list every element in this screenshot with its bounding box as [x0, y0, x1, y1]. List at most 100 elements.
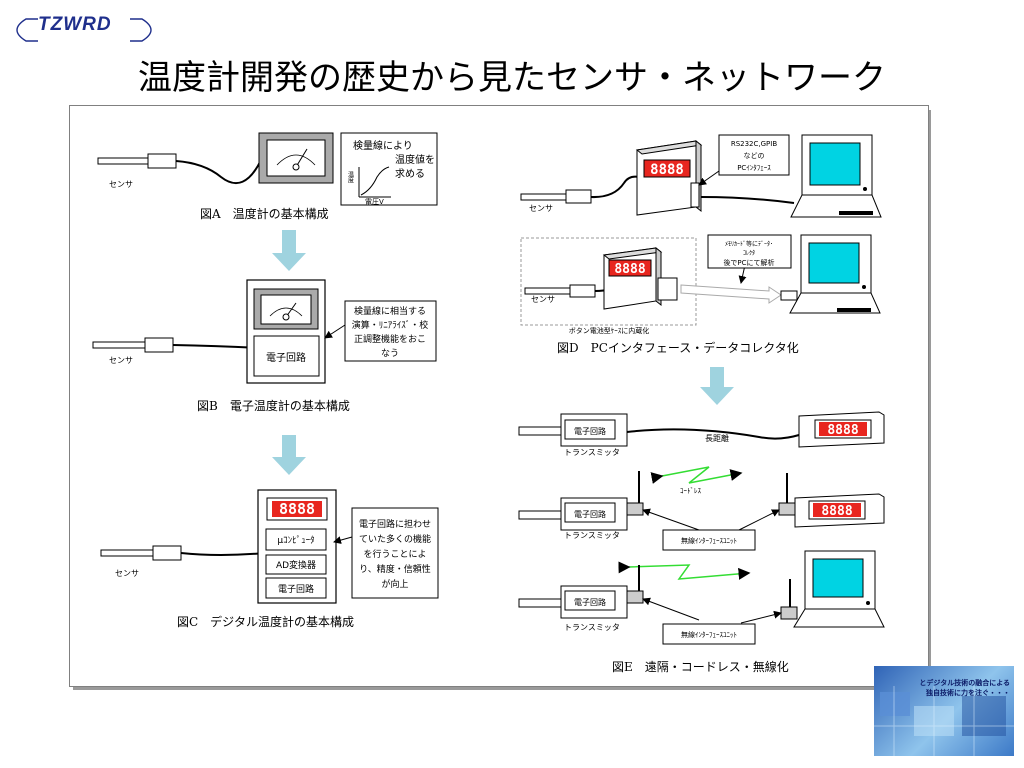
note-a-line3: 求める	[395, 168, 425, 180]
led-display-c	[272, 501, 322, 517]
figure-c: センサ 8888 μｺﾝﾋﾟｭｰﾀ AD変換器 電子回路 電子回路に担わせ てい…	[100, 489, 439, 629]
transmitter-label-e2: トランスミッタ	[564, 531, 620, 540]
digital-device-d1: 8888	[635, 139, 703, 216]
circuit-label-e2: 電子回路	[574, 509, 606, 519]
cordless-label: ｺｰﾄﾞﾚｽ	[680, 487, 701, 495]
transmitter-label-e3: トランスミッタ	[564, 623, 620, 632]
badge-text-line1: とデジタル技術の融合による	[919, 679, 1010, 687]
note-a-line2: 温度値を	[395, 153, 435, 166]
circuit-pattern-icon	[874, 686, 1014, 756]
wireless-unit-label-e3: 無線ｲﾝﾀｰﾌｪｰｽﾕﾆｯﾄ	[681, 630, 737, 639]
note-d2: ﾒﾓﾘｶｰﾄﾞ等にﾃﾞｰﾀ･ ｺﾚｸﾀ 後でPCにて解析	[707, 234, 792, 269]
led-digits-e2: 8888	[821, 504, 852, 519]
note-c-line1: 電子回路に担わせ	[359, 518, 431, 530]
note-c-line2: ていた多くの機能	[359, 533, 431, 545]
arrow-d1	[698, 170, 720, 186]
caption-a: 図A 温度計の基本構成	[200, 206, 329, 221]
note-d1-line3: PCｲﾝﾀﾌｪｰｽ	[737, 164, 771, 172]
caption-c: 図C デジタル温度計の基本構成	[177, 614, 354, 629]
note-a-line1: 検量線により	[353, 139, 413, 152]
note-d1-line1: RS232C,GPIB	[731, 140, 777, 148]
note-b-line3: 正調整機能をおこ	[354, 333, 426, 345]
caption-b: 図B 電子温度計の基本構成	[197, 398, 350, 413]
flow-arrow-1	[272, 230, 306, 271]
long-distance-label: 長距離	[705, 433, 729, 443]
wireless-unit-label-e2: 無線ｲﾝﾀｰﾌｪｰｽﾕﾆｯﾄ	[681, 536, 737, 545]
note-b-line2: 演算・ﾘﾆｱﾗｲｽﾞ・校	[352, 319, 429, 331]
arrow-e2b	[738, 509, 780, 531]
circuit-label-b: 電子回路	[266, 351, 306, 364]
digital-device-d2: 8888	[602, 246, 678, 310]
note-b: 検量線に相当する 演算・ﾘﾆｱﾗｲｽﾞ・校 正調整機能をおこ なう	[344, 300, 437, 362]
note-d2-line2: ｺﾚｸﾀ	[743, 250, 755, 257]
wireless-signal-e2	[650, 466, 743, 484]
flow-arrow-3	[700, 367, 734, 405]
arrow-b	[324, 324, 346, 339]
figure-d: センサ 8888 RS232C,GPIB などの PCｲﾝﾀﾌｪｰｽ	[520, 134, 882, 355]
laptop-e3	[780, 550, 885, 628]
note-d2-line1: ﾒﾓﾘｶｰﾄﾞ等にﾃﾞｰﾀ･	[725, 240, 773, 248]
arrow-e3b	[740, 610, 782, 624]
sensor-probe-b	[92, 337, 260, 353]
note-d2-line3: 後でPCにて解析	[723, 258, 774, 267]
display-unit-e1: 8888	[798, 411, 885, 448]
note-c-line4: り、精度・信頼性	[359, 563, 431, 575]
led-digits-c: 8888	[279, 500, 315, 518]
note-d1: RS232C,GPIB などの PCｲﾝﾀﾌｪｰｽ	[718, 134, 790, 176]
caption-d: 図D PCインタフェース・データコレクタ化	[557, 340, 799, 355]
laptop-d1	[790, 134, 882, 218]
wireless-unit-note-e2: 無線ｲﾝﾀｰﾌｪｰｽﾕﾆｯﾄ	[662, 529, 756, 551]
graph-ylabel: 温度	[347, 170, 354, 184]
figure-b: センサ 電子回路 検量線に相当する 演算・ﾘﾆｱﾗｲｽﾞ・校 正調整機能をおこ …	[92, 279, 437, 413]
sensor-probe-c	[100, 545, 266, 561]
logo-mark	[16, 18, 152, 42]
wireless-unit-note-e3: 無線ｲﾝﾀｰﾌｪｰｽﾕﾆｯﾄ	[662, 623, 756, 645]
circuit-label-c: 電子回路	[278, 583, 314, 595]
collector-box-d2	[520, 237, 697, 326]
long-cable-e1	[626, 428, 800, 440]
page-title: 温度計開発の歴史から見たセンサ・ネットワーク	[138, 58, 886, 98]
pc-cable-d1	[700, 196, 795, 204]
sensor-probe-d1	[520, 175, 640, 204]
led-digits-d1: 8888	[650, 162, 684, 178]
calibration-curve	[360, 166, 390, 196]
transmitter-e3: 電子回路	[518, 565, 644, 619]
caption-e: 図E 遠隔・コードレス・無線化	[612, 659, 789, 674]
sensor-label-c: センサ	[115, 569, 139, 578]
transfer-arrow-d2	[680, 284, 782, 304]
digital-thermometer-c: 8888 μｺﾝﾋﾟｭｰﾀ AD変換器 電子回路	[257, 489, 337, 604]
note-a: 検量線により 温度値を 求める 温度 電圧V	[340, 132, 438, 206]
micro-label: μｺﾝﾋﾟｭｰﾀ	[277, 535, 314, 546]
graph-xlabel: 電圧V	[365, 198, 384, 206]
arrow-c	[333, 536, 353, 544]
note-c: 電子回路に担わせ ていた多くの機能 を行うことによ り、精度・信頼性 が向上	[351, 507, 439, 599]
analog-meter-a	[258, 132, 334, 184]
transmitter-e1: 電子回路	[518, 413, 628, 447]
note-c-line3: を行うことによ	[363, 548, 426, 560]
circuit-label-e1: 電子回路	[574, 426, 606, 436]
arrow-e2a	[642, 508, 700, 531]
diagram-canvas: センサ 検量線により 温度値を 求める 温度 電圧V 図A 温度計の基本構成	[92, 132, 885, 674]
note-b-line1: 検量線に相当する	[354, 305, 426, 317]
logo-text: TZWRD	[38, 14, 112, 35]
note-d1-line2: などの	[744, 152, 765, 160]
sensor-label-a: センサ	[109, 180, 133, 189]
display-unit-e2: 8888	[778, 473, 885, 528]
transmitter-e2: 電子回路	[518, 471, 644, 531]
sensor-label-b: センサ	[109, 356, 133, 365]
laptop-d2	[780, 234, 881, 314]
figure-e: 電子回路 トランスミッタ 長距離 8888 ｺｰﾄﾞﾚｽ 電子回路 トランスミッ…	[518, 411, 885, 674]
flow-arrow-2	[272, 435, 306, 475]
sensor-label-d2: センサ	[531, 295, 555, 304]
electronic-thermometer-b: 電子回路	[246, 279, 326, 384]
wireless-signal-e3	[618, 561, 751, 580]
corner-badge-image: とデジタル技術の融合による 独自技術に力を注ぐ・・・	[874, 666, 1014, 756]
arrow-e3a	[642, 597, 700, 621]
badge-text-line2: 独自技術に力を注ぐ・・・	[926, 689, 1010, 697]
transmitter-label-e1: トランスミッタ	[564, 448, 620, 457]
figure-a: センサ 検量線により 温度値を 求める 温度 電圧V 図A 温度計の基本構成	[97, 132, 438, 221]
note-c-line5: が向上	[381, 578, 408, 590]
sensor-label-d1: センサ	[529, 204, 553, 213]
circuit-label-e3: 電子回路	[574, 597, 606, 607]
led-digits-d2: 8888	[614, 262, 645, 277]
